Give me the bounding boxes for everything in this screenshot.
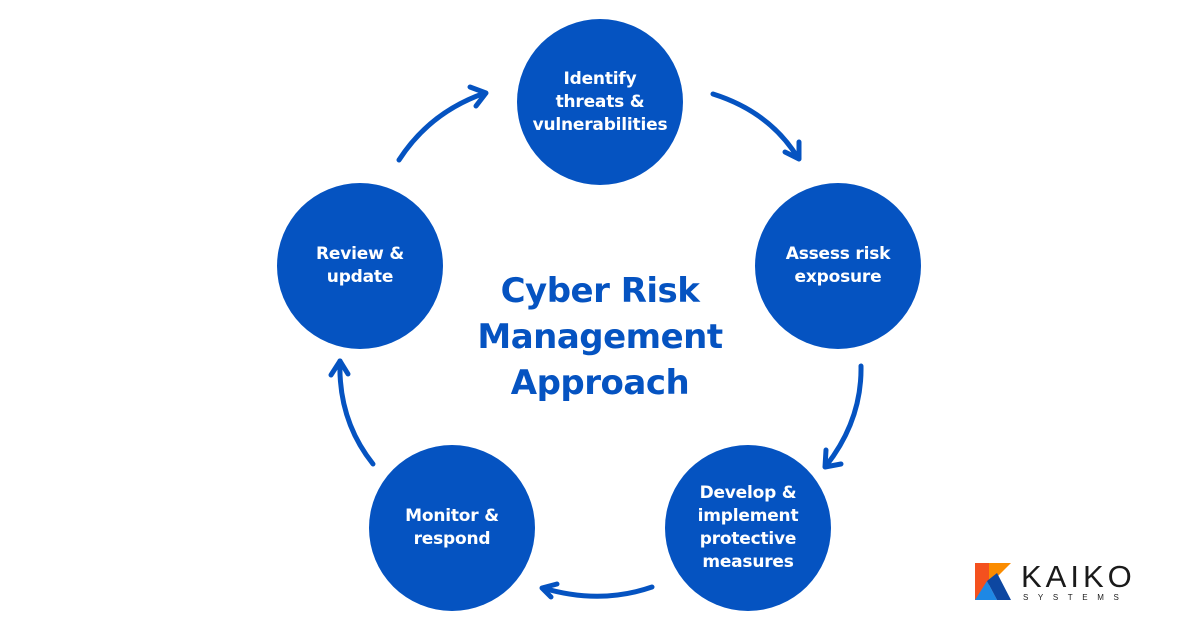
step-label: Assess risk exposure [785,244,891,287]
logo-wordmark: KAIKO [1021,559,1136,594]
step-label: Review & update [316,244,404,287]
arrow-monitor-to-review-icon [328,358,376,467]
step-assess-risk: Assess risk exposure [755,183,921,349]
step-label: Monitor & respond [405,506,499,549]
arrow-assess-to-develop-icon [822,363,864,470]
step-monitor-respond: Monitor & respond [369,445,535,611]
step-review-update: Review & update [277,183,443,349]
arrow-review-to-identify-icon [396,84,489,163]
step-develop-measures: Develop & implement protective measures [665,445,831,611]
step-identify-threats: Identify threats & vulnerabilities [517,19,683,185]
arrow-develop-to-monitor-icon [539,581,655,600]
kaiko-logo: KAIKO SYSTEMS [975,559,1136,605]
kaiko-k-mark-icon [975,563,1011,600]
step-label: Identify threats & vulnerabilities [532,68,668,135]
arrow-identify-to-assess-icon [710,91,802,162]
step-label: Develop & implement protective measures [697,483,799,572]
logo-tagline: SYSTEMS [1023,593,1129,602]
diagram-title: Cyber Risk Management Approach [477,271,723,403]
